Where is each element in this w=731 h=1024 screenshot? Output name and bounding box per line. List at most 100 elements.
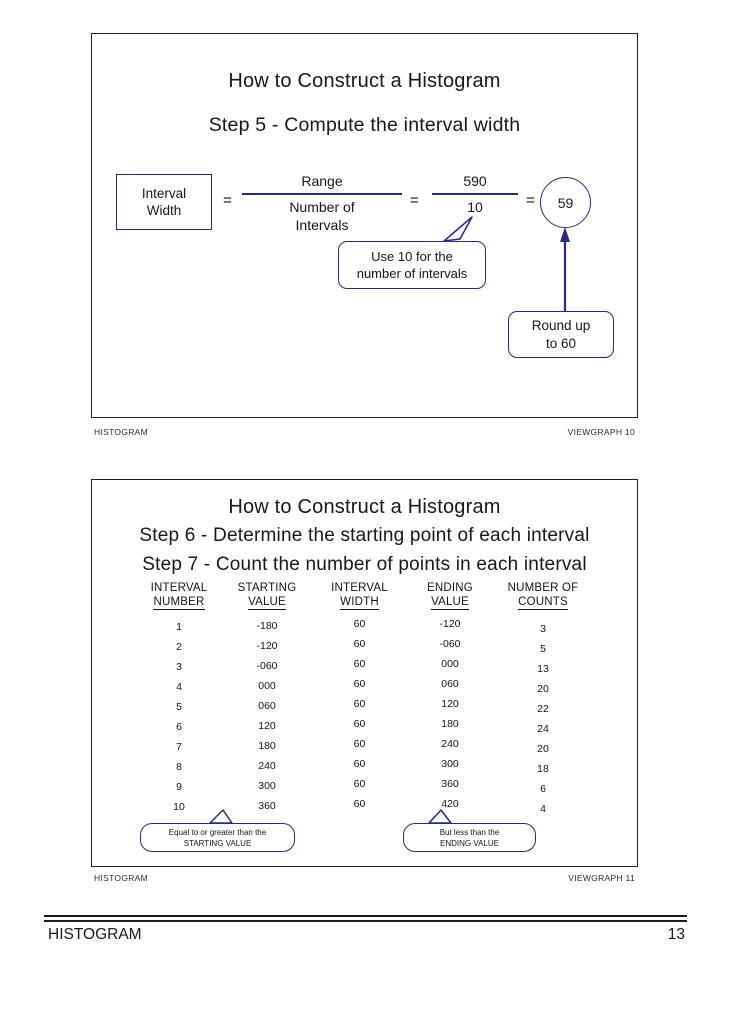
table-header-line1: INTERVAL bbox=[331, 582, 388, 594]
callout-ending-line2: ENDING VALUE bbox=[440, 838, 499, 848]
table-cell: 240 bbox=[441, 738, 459, 750]
slide2-title: How to Construct a Histogram bbox=[228, 496, 501, 518]
page-number: 13 bbox=[667, 926, 685, 943]
fraction-denominator-10: 10 bbox=[467, 199, 483, 216]
interval-width-line1: Interval bbox=[141, 186, 187, 201]
fraction-denominator-line1: Number of bbox=[289, 199, 355, 216]
table-cell: 24 bbox=[537, 723, 549, 735]
interval-width-box: Interval Width bbox=[116, 174, 212, 230]
slide1-footer: HISTOGRAM VIEWGRAPH 10 bbox=[91, 427, 638, 441]
slide2-step6-heading: Step 6 - Determine the starting point of… bbox=[139, 525, 590, 546]
table-header-line2-wrap: WIDTH bbox=[313, 595, 406, 610]
table-cell: 3 bbox=[540, 623, 546, 635]
table-cell: 120 bbox=[258, 720, 276, 732]
slide1-footer-right: VIEWGRAPH 10 bbox=[567, 427, 635, 437]
table-cell: 60 bbox=[353, 658, 366, 670]
slide2-footer-left: HISTOGRAM bbox=[94, 873, 149, 883]
table-cell: 60 bbox=[353, 798, 366, 810]
table-cell: 60 bbox=[353, 618, 366, 630]
fraction-words: Range Number of Intervals bbox=[242, 172, 402, 234]
table-header-cell: NUMBER OF COUNTS bbox=[494, 581, 592, 610]
table-cell: 9 bbox=[176, 781, 182, 793]
table-header-line1: STARTING bbox=[237, 582, 297, 594]
callout-starting-line1: Equal to or greater than the bbox=[168, 827, 267, 837]
table-cell: 4 bbox=[540, 803, 546, 815]
interval-width-line2: Width bbox=[146, 203, 182, 218]
table-header-line2: NUMBER bbox=[153, 596, 205, 610]
table-cell: 180 bbox=[258, 740, 276, 752]
table-cell: 240 bbox=[258, 760, 276, 772]
fraction-bar-words bbox=[242, 193, 402, 196]
table-row: 8 240 60 300 18 bbox=[137, 758, 592, 780]
callout-use10-line2: number of intervals bbox=[356, 266, 468, 281]
table-cell: 5 bbox=[540, 643, 546, 655]
table-header-line1: INTERVAL bbox=[150, 582, 208, 594]
table-cell: 8 bbox=[176, 761, 182, 773]
fraction-denominator-line2: Intervals bbox=[295, 217, 349, 234]
table-header-line2: WIDTH bbox=[340, 596, 379, 610]
table-row: 10 360 60 420 4 bbox=[137, 798, 592, 820]
table-header-line1: NUMBER OF bbox=[507, 582, 579, 594]
table-cell: 10 bbox=[173, 801, 185, 813]
callout-roundup-line1: Round up bbox=[531, 317, 591, 333]
table-header-cell: INTERVAL WIDTH bbox=[313, 581, 406, 610]
table-cell: 60 bbox=[353, 698, 366, 710]
table-header-line2: COUNTS bbox=[518, 596, 568, 610]
table-cell: 6 bbox=[540, 783, 546, 795]
fraction-bar-numbers bbox=[432, 193, 518, 196]
table-cell: 000 bbox=[441, 658, 459, 670]
callout-ending-line1: But less than the bbox=[439, 827, 500, 837]
table-cell: 420 bbox=[441, 798, 459, 810]
callout-starting-line2: STARTING VALUE bbox=[183, 838, 252, 848]
table-cell: 060 bbox=[441, 678, 459, 690]
table-cell: -180 bbox=[256, 620, 278, 632]
fraction-numerator-range: Range bbox=[301, 173, 343, 189]
slide1-footer-left: HISTOGRAM bbox=[94, 427, 149, 437]
table-cell: 1 bbox=[176, 621, 182, 633]
callout-starting-value: Equal to or greater than the STARTING VA… bbox=[140, 823, 295, 852]
equals-sign-2: = bbox=[410, 192, 419, 209]
table-cell: 300 bbox=[441, 758, 459, 770]
slide1-step-heading: Step 5 - Compute the interval width bbox=[208, 114, 521, 136]
table-cell: 120 bbox=[441, 698, 459, 710]
table-cell: 60 bbox=[353, 738, 366, 750]
table-cell: 4 bbox=[176, 681, 182, 693]
slide2-footer: HISTOGRAM VIEWGRAPH 11 bbox=[91, 873, 638, 887]
table-cell: 60 bbox=[353, 758, 366, 770]
page-footer-rule-top bbox=[44, 915, 687, 917]
table-cell: 60 bbox=[353, 678, 366, 690]
table-cell: 60 bbox=[353, 638, 366, 650]
table-cell: -120 bbox=[256, 640, 278, 652]
table-header-line1: ENDING bbox=[427, 582, 473, 594]
table-cell: 20 bbox=[537, 743, 549, 755]
table-cell: 360 bbox=[441, 778, 459, 790]
equals-sign-3: = bbox=[526, 192, 535, 209]
table-cell: 13 bbox=[537, 663, 549, 675]
fraction-numbers: 590 10 bbox=[432, 172, 518, 216]
table-cell: 18 bbox=[537, 763, 549, 775]
table-header-line2-wrap: VALUE bbox=[406, 595, 494, 610]
callout-roundup-line2: to 60 bbox=[545, 335, 577, 351]
table-cell: 360 bbox=[258, 800, 276, 812]
table-cell: 60 bbox=[353, 778, 366, 790]
table-cell: 20 bbox=[537, 683, 549, 695]
equals-sign-1: = bbox=[223, 192, 232, 209]
table-cell: 2 bbox=[176, 641, 182, 653]
table-header-line2-wrap: VALUE bbox=[221, 595, 313, 610]
table-cell: 5 bbox=[176, 701, 182, 713]
result-value: 59 bbox=[557, 194, 574, 211]
table-cell: 6 bbox=[176, 721, 182, 733]
